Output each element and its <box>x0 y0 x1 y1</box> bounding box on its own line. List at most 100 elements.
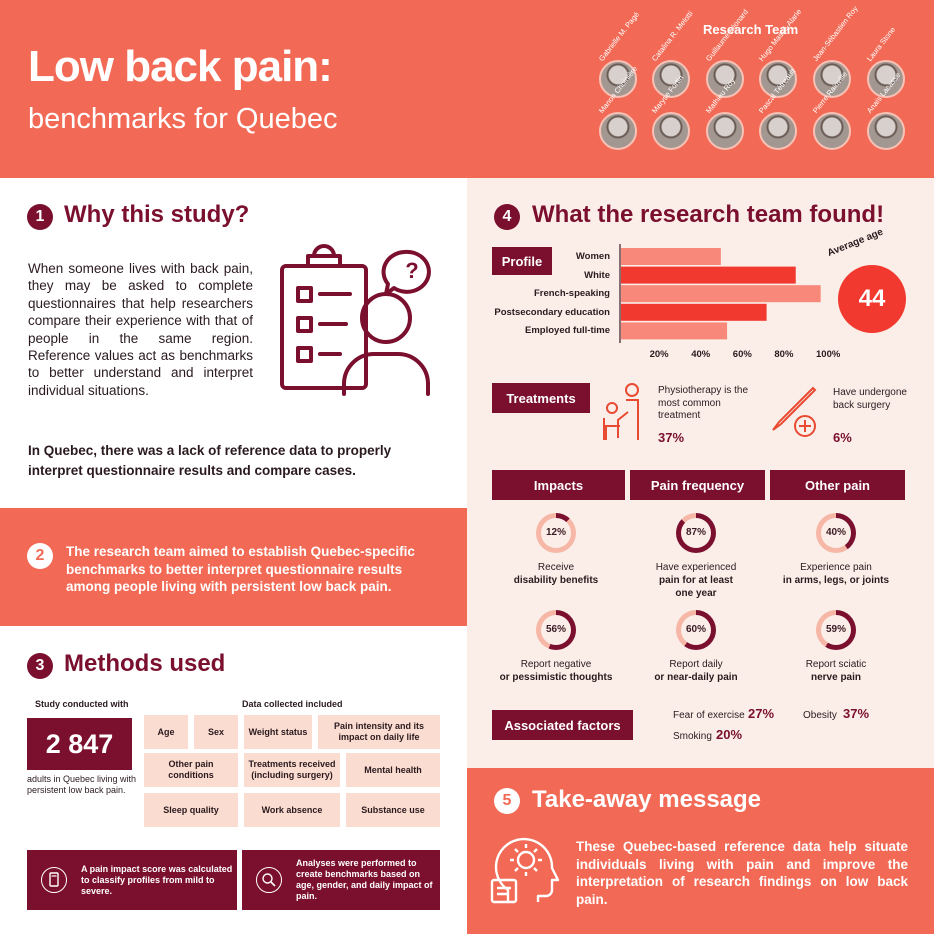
donut-caption-line: Report daily <box>669 659 723 670</box>
data-cell: Pain intensity and its impact on daily l… <box>318 715 440 749</box>
section-number-5: 5 <box>494 788 520 814</box>
pain-score-note: A pain impact score was calculated to cl… <box>27 850 237 910</box>
smoking-pct: 20% <box>716 727 743 742</box>
data-collected-label: Data collected included <box>242 699 343 709</box>
obesity-label: Obesity <box>803 710 837 721</box>
surgery-scalpel-icon <box>772 386 817 437</box>
impacts-tag: Impacts <box>492 470 625 500</box>
treatments-tag: Treatments <box>492 383 590 413</box>
team-member-photo <box>813 60 851 98</box>
data-cell: Sleep quality <box>144 793 238 827</box>
other-pain-tag: Other pain <box>770 470 905 500</box>
donut-pct: 60% <box>681 615 711 645</box>
section-why-bold-text: In Quebec, there was a lack of reference… <box>28 443 392 478</box>
donut-chart: 56% <box>536 610 576 650</box>
chart-bar <box>621 303 767 321</box>
team-member-photo <box>706 112 744 150</box>
svg-text:?: ? <box>405 258 418 283</box>
donut-caption-line: Have experienced <box>655 562 737 573</box>
chart-bar <box>621 248 721 265</box>
chart-bar <box>621 266 796 284</box>
section-methods-title: Methods used <box>64 650 226 677</box>
section-number-2: 2 <box>27 543 53 569</box>
data-cell: Weight status <box>244 715 312 749</box>
chart-category-label: White <box>584 269 610 281</box>
donut-caption: Receive disability benefits <box>481 561 631 587</box>
donut-caption-line: Report sciatic <box>805 659 867 670</box>
participant-caption: adults in Quebec living with persistent … <box>27 774 137 795</box>
data-cell: Substance use <box>346 793 440 827</box>
chart-tick-label: 80% <box>774 349 794 360</box>
donut-caption-line: Receive <box>537 562 575 573</box>
donut-caption-line: Experience pain <box>800 562 872 573</box>
associated-factors-tag: Associated factors <box>492 710 633 740</box>
section-findings-title: What the research team found! <box>532 201 885 228</box>
donut-caption-line: or near-daily pain <box>654 672 738 683</box>
data-cell: Other pain conditions <box>144 753 238 787</box>
donut-caption-line: disability benefits <box>513 575 599 586</box>
chart-tick-label: 60% <box>732 349 752 360</box>
donut-caption-line: one year <box>675 588 717 599</box>
study-conducted-label: Study conducted with <box>35 699 129 709</box>
donut-chart: 60% <box>676 610 716 650</box>
chart-tick-label: 100% <box>816 349 841 360</box>
magnifier-icon <box>256 867 282 893</box>
team-member-photo <box>867 112 905 150</box>
fear-pct: 27% <box>748 706 775 721</box>
analyses-note: Analyses were performed to create benchm… <box>242 850 440 910</box>
team-member-photo <box>599 60 637 98</box>
donut-caption-line: Report negative <box>520 659 592 670</box>
team-member-photo <box>652 112 690 150</box>
donut-pct: 59% <box>821 615 851 645</box>
analyses-note-text: Analyses were performed to create benchm… <box>296 858 433 901</box>
team-title: Research Team <box>703 22 799 37</box>
pain-frequency-tag: Pain frequency <box>630 470 765 500</box>
clipboard-person-icon: ? <box>280 244 431 396</box>
profile-tag: Profile <box>492 247 552 275</box>
chart-tick-label: 20% <box>649 349 669 360</box>
donut-pct: 56% <box>541 615 571 645</box>
physio-pct: 37% <box>658 430 685 445</box>
pain-score-note-text: A pain impact score was calculated to cl… <box>81 863 233 896</box>
donut-pct: 40% <box>821 518 851 548</box>
donut-caption: Report negative or pessimistic thoughts <box>481 658 631 684</box>
data-cell: Mental health <box>346 753 440 787</box>
section-number-3: 3 <box>27 653 53 679</box>
page-subtitle: benchmarks for Quebec <box>28 103 338 135</box>
chart-category-label: Women <box>575 251 610 262</box>
chart-tick-label: 40% <box>691 349 711 360</box>
donut-chart: 87% <box>676 513 716 553</box>
section-why-title: Why this study? <box>64 201 250 228</box>
team-member-photo <box>759 60 797 98</box>
team-member-photo <box>706 60 744 98</box>
smoking-label: Smoking <box>673 731 712 742</box>
participant-count: 2 847 <box>27 718 132 770</box>
section-why-text: When someone lives with back pain, they … <box>28 261 253 398</box>
section-number-1: 1 <box>27 204 53 230</box>
donut-chart: 40% <box>816 513 856 553</box>
team-member-photo <box>759 112 797 150</box>
donut-caption-line: in arms, legs, or joints <box>782 575 890 586</box>
section-takeaway-title: Take-away message <box>532 786 762 813</box>
chart-category-label: Employed full-time <box>525 325 610 337</box>
donut-caption: Experience pain in arms, legs, or joints <box>761 561 911 587</box>
chart-bar <box>621 322 728 340</box>
donut-caption-line: nerve pain <box>810 672 862 683</box>
surgery-text: Have undergone back surgery <box>833 387 907 411</box>
donut-caption-line: or pessimistic thoughts <box>499 672 613 683</box>
section-aim-panel <box>0 508 467 626</box>
donut-caption: Have experienced pain for at least one yea… <box>621 561 771 600</box>
fear-label: Fear of exercise <box>673 710 745 721</box>
data-cell: Work absence <box>244 793 340 827</box>
page-title: Low back pain: <box>28 42 333 91</box>
team-member-photo <box>599 112 637 150</box>
average-age-circle: 44 <box>838 265 906 333</box>
donut-caption-line: pain for at least <box>659 575 733 586</box>
donut-chart: 12% <box>536 513 576 553</box>
team-member-photo <box>867 60 905 98</box>
physiotherapy-icon <box>603 383 639 440</box>
section-takeaway-text: These Quebec-based reference data help s… <box>576 839 908 907</box>
data-cell: Treatments received (including surgery) <box>244 753 340 787</box>
donut-pct: 12% <box>541 518 571 548</box>
physio-text: Physiotherapy is the most common treatme… <box>658 385 749 421</box>
